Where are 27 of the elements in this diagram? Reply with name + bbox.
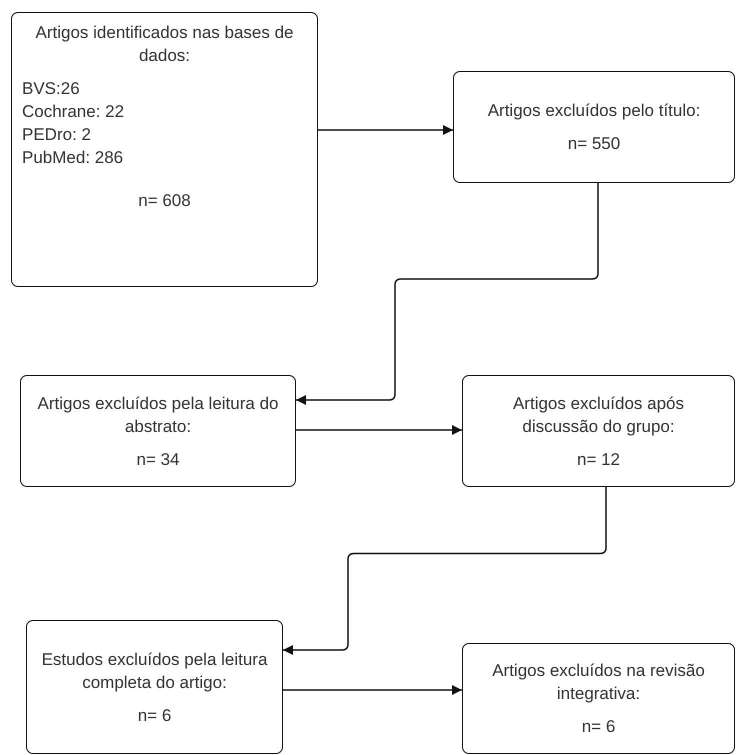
arrow	[296, 183, 599, 405]
process-box	[26, 620, 283, 754]
arrow	[283, 487, 607, 655]
count-text: n= 6	[138, 704, 172, 726]
process-box	[462, 375, 735, 487]
arrow	[296, 425, 462, 435]
box-heading: Estudos excluídos pela leitura completa do artigo:	[40, 648, 268, 694]
process-box	[453, 71, 735, 183]
box-heading: Artigos excluídos na revisão integrativa:	[491, 660, 706, 705]
box-heading: Artigos excluídos pelo título:	[488, 100, 700, 122]
arrow	[283, 685, 462, 695]
list-item: PEDro: 2	[22, 124, 91, 146]
count-text: n= 608	[138, 190, 191, 212]
count-text: n= 34	[136, 448, 180, 470]
list-item: BVS:26	[22, 78, 80, 100]
list-item: Cochrane: 22	[22, 101, 124, 123]
box-heading: Artigos excluídos pela leitura do abstrato:	[36, 392, 280, 438]
process-box	[20, 375, 296, 487]
arrow	[318, 125, 453, 135]
count-text: n= 6	[582, 716, 616, 738]
process-box	[11, 12, 318, 287]
list-item: PubMed: 286	[22, 147, 124, 169]
process-box	[462, 643, 735, 754]
box-heading: Artigos excluídos após discussão do grupo:	[512, 392, 686, 438]
box-heading: Artigos identificados nas bases de dados:	[34, 22, 294, 67]
count-text: n= 550	[568, 133, 620, 155]
count-text: n= 12	[576, 448, 620, 470]
